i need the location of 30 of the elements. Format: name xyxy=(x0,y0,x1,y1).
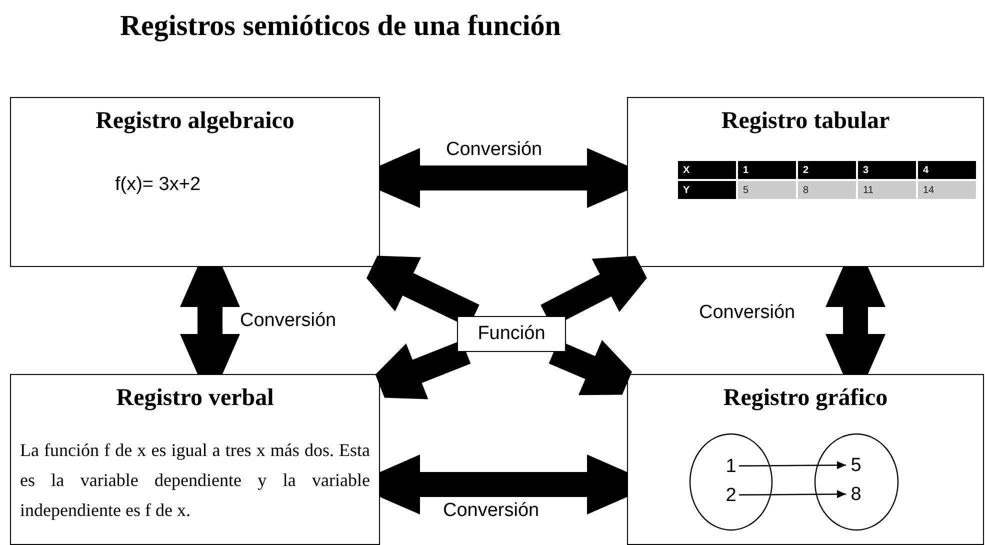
table-cell: 2 xyxy=(798,161,856,179)
table-cell: 14 xyxy=(918,181,976,199)
formula-text: f(x)= 3x+2 xyxy=(115,174,201,196)
set-element: 1 xyxy=(722,455,740,479)
panel-heading: Registro tabular xyxy=(720,108,891,135)
description-text: La función f de x es igual a tres x más dos. Esta es la variable dependiente y la variable independiente es f de x. xyxy=(20,439,370,522)
register-panel xyxy=(627,374,984,545)
panel-heading: Registro algebraico xyxy=(94,108,296,135)
arrow xyxy=(739,461,846,470)
set-ellipse xyxy=(814,433,899,531)
diagram-title: Registros semióticos de una función xyxy=(120,10,561,43)
table-cell: 5 xyxy=(738,181,796,199)
panel-heading: Registro gráfico xyxy=(722,385,889,412)
table-cell: 11 xyxy=(858,181,916,199)
register-panel xyxy=(10,374,380,545)
register-panel xyxy=(627,97,984,267)
set-element: 2 xyxy=(722,484,740,508)
table-cell: 1 xyxy=(738,161,796,179)
panel-heading: Registro verbal xyxy=(115,385,275,412)
set-ellipse xyxy=(689,433,773,531)
register-panel xyxy=(10,97,380,267)
table-cell: 3 xyxy=(858,161,916,179)
table-cell: Y xyxy=(678,181,736,199)
set-element: 8 xyxy=(847,483,865,507)
function-box: Función xyxy=(457,316,566,352)
table-cell: 4 xyxy=(918,161,976,179)
arrow xyxy=(739,490,846,498)
table-cell: X xyxy=(678,161,736,179)
set-element: 5 xyxy=(847,454,865,478)
table-cell: 8 xyxy=(798,181,856,199)
